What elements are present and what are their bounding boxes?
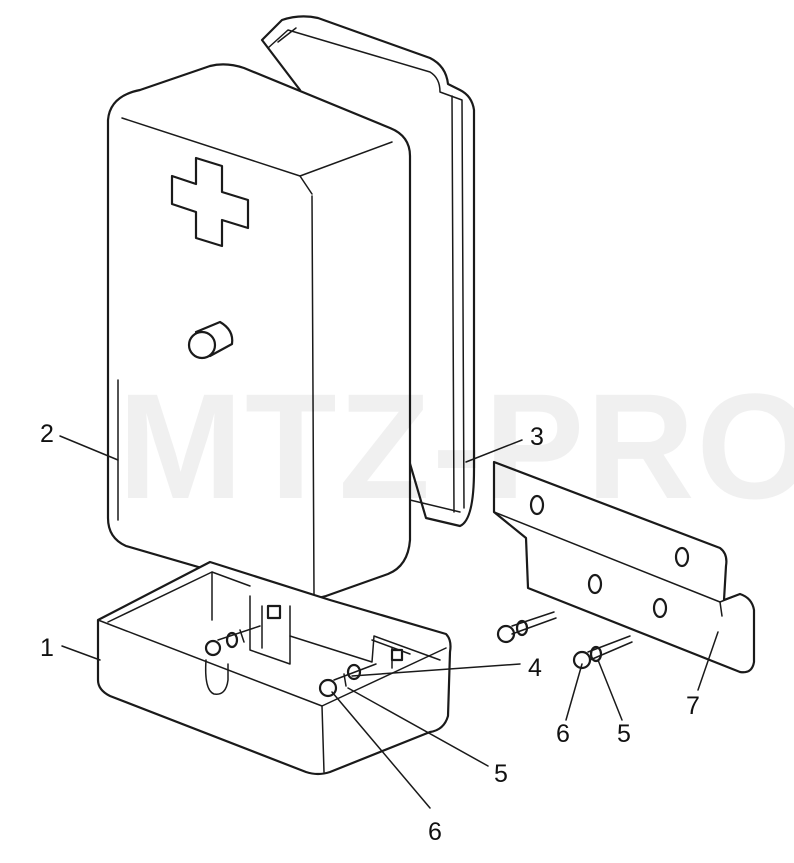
part-1-base-tray — [96, 560, 452, 776]
label-part-6-bracket: 6 — [556, 720, 570, 748]
label-part-1: 1 — [40, 634, 54, 662]
label-part-2: 2 — [40, 420, 54, 448]
inner-screw-left — [204, 625, 261, 657]
label-part-6-base: 6 — [428, 818, 442, 846]
label-part-4: 4 — [528, 654, 542, 682]
watermark-text: MTZ-PRO — [118, 362, 794, 530]
part-2-case-body — [106, 63, 412, 600]
latch-knob — [187, 320, 234, 360]
part-7-wall-bracket — [492, 460, 756, 674]
label-part-3: 3 — [530, 423, 544, 451]
loose-screw-upper — [496, 611, 557, 644]
loose-screw-lower — [572, 635, 633, 670]
label-part-5-base: 5 — [494, 760, 508, 788]
first-aid-cross-icon — [170, 156, 250, 248]
label-part-7: 7 — [686, 692, 700, 720]
leader-lines — [59, 435, 719, 809]
label-part-5-bracket: 5 — [617, 720, 631, 748]
